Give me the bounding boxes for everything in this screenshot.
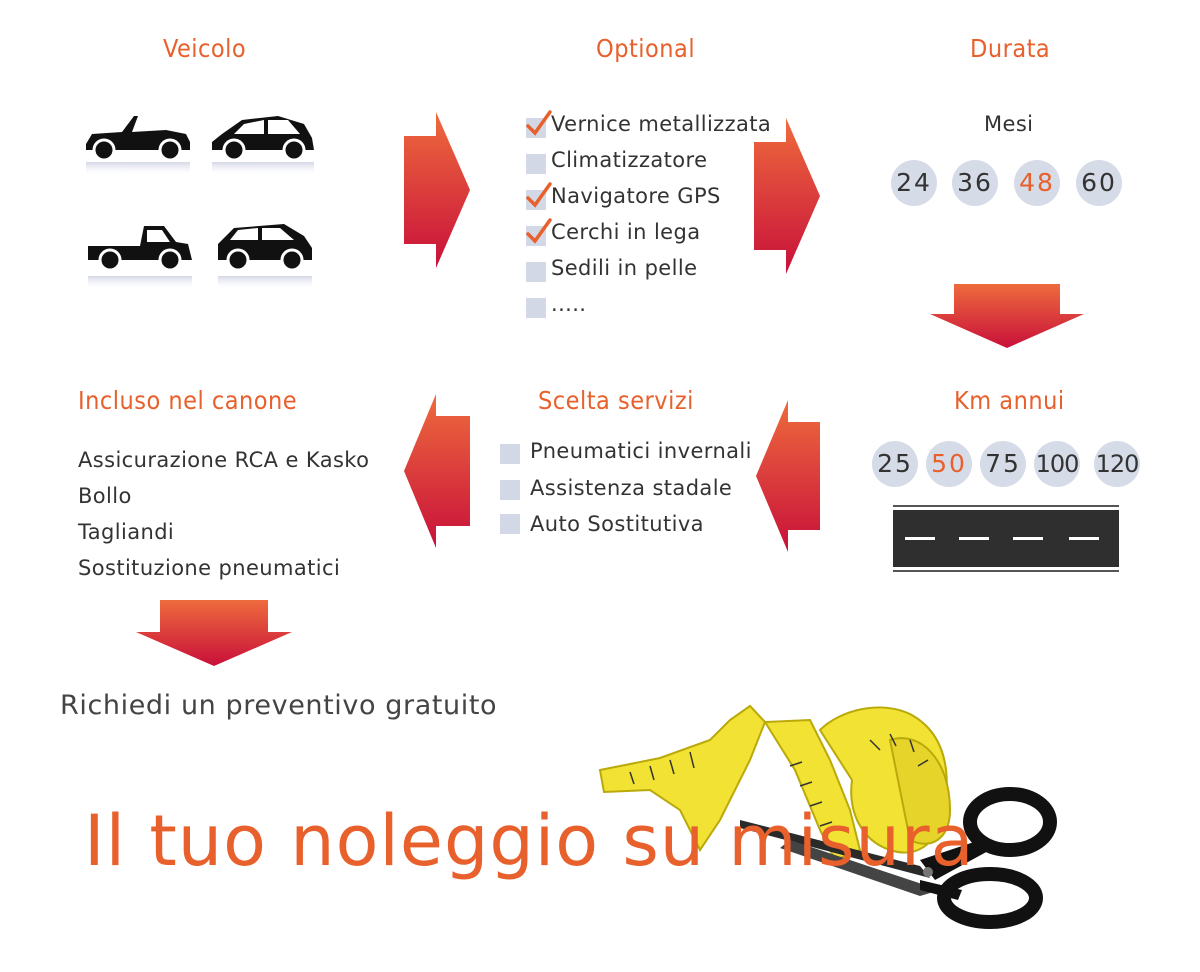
pickup-truck-icon[interactable] — [84, 220, 194, 294]
durata-option-48[interactable]: 48 — [1014, 160, 1060, 206]
km-option-100[interactable]: 100 — [1034, 441, 1080, 487]
km-option-75[interactable]: 75 — [980, 441, 1026, 487]
servizi-item: Pneumatici invernali — [530, 439, 752, 463]
checkmark-icon — [526, 110, 552, 136]
checkmark-icon — [526, 182, 552, 208]
servizi-item: Assistenza stadale — [530, 476, 733, 500]
tagline: Il tuo noleggio su misura — [84, 800, 975, 882]
durata-option-60[interactable]: 60 — [1076, 160, 1122, 206]
km-option-120[interactable]: 120 — [1094, 441, 1140, 487]
incluso-item: Sostituzione pneumatici — [78, 556, 341, 580]
road-icon — [893, 507, 1119, 570]
optional-item-label: Cerchi in lega — [551, 220, 701, 244]
servizi-checkbox[interactable] — [500, 514, 520, 534]
km-heading: Km annui — [954, 386, 1065, 415]
optional-checkbox[interactable] — [526, 262, 546, 282]
veicolo-heading: Veicolo — [163, 34, 247, 63]
left-arrow-icon — [404, 394, 470, 548]
optional-item-label: ..... — [551, 292, 587, 316]
incluso-item: Bollo — [78, 484, 132, 508]
optional-heading: Optional — [596, 34, 696, 63]
incluso-item: Assicurazione RCA e Kasko — [78, 448, 370, 472]
optional-checkbox[interactable] — [526, 154, 546, 174]
servizi-checkbox[interactable] — [500, 480, 520, 500]
optional-item-label: Sedili in pelle — [551, 256, 698, 280]
optional-item-label: Navigatore GPS — [551, 184, 721, 208]
durata-heading: Durata — [970, 34, 1051, 63]
optional-item-label: Vernice metallizzata — [551, 112, 772, 136]
optional-checkbox[interactable] — [526, 298, 546, 318]
servizi-item: Auto Sostitutiva — [530, 512, 704, 536]
left-arrow-icon — [756, 400, 820, 552]
km-option-50[interactable]: 50 — [926, 441, 972, 487]
down-arrow-icon — [136, 600, 292, 666]
durata-subtitle: Mesi — [984, 112, 1034, 136]
servizi-checkbox[interactable] — [500, 444, 520, 464]
durata-option-24[interactable]: 24 — [891, 160, 937, 206]
optional-item-label: Climatizzatore — [551, 148, 708, 172]
servizi-heading: Scelta servizi — [538, 386, 694, 415]
incluso-heading: Incluso nel canone — [78, 386, 298, 415]
down-arrow-icon — [930, 284, 1084, 348]
right-arrow-icon — [404, 112, 470, 268]
convertible-car-icon[interactable] — [82, 108, 194, 178]
durata-option-36[interactable]: 36 — [952, 160, 998, 206]
suv-car-icon[interactable] — [214, 218, 316, 294]
incluso-item: Tagliandi — [78, 520, 175, 544]
checkmark-icon — [526, 218, 552, 244]
measuring-tape-icon — [598, 704, 1057, 929]
km-option-25[interactable]: 25 — [872, 441, 918, 487]
right-arrow-icon — [754, 118, 820, 274]
hatchback-car-icon[interactable] — [208, 108, 318, 178]
cta-text[interactable]: Richiedi un preventivo gratuito — [60, 690, 498, 721]
